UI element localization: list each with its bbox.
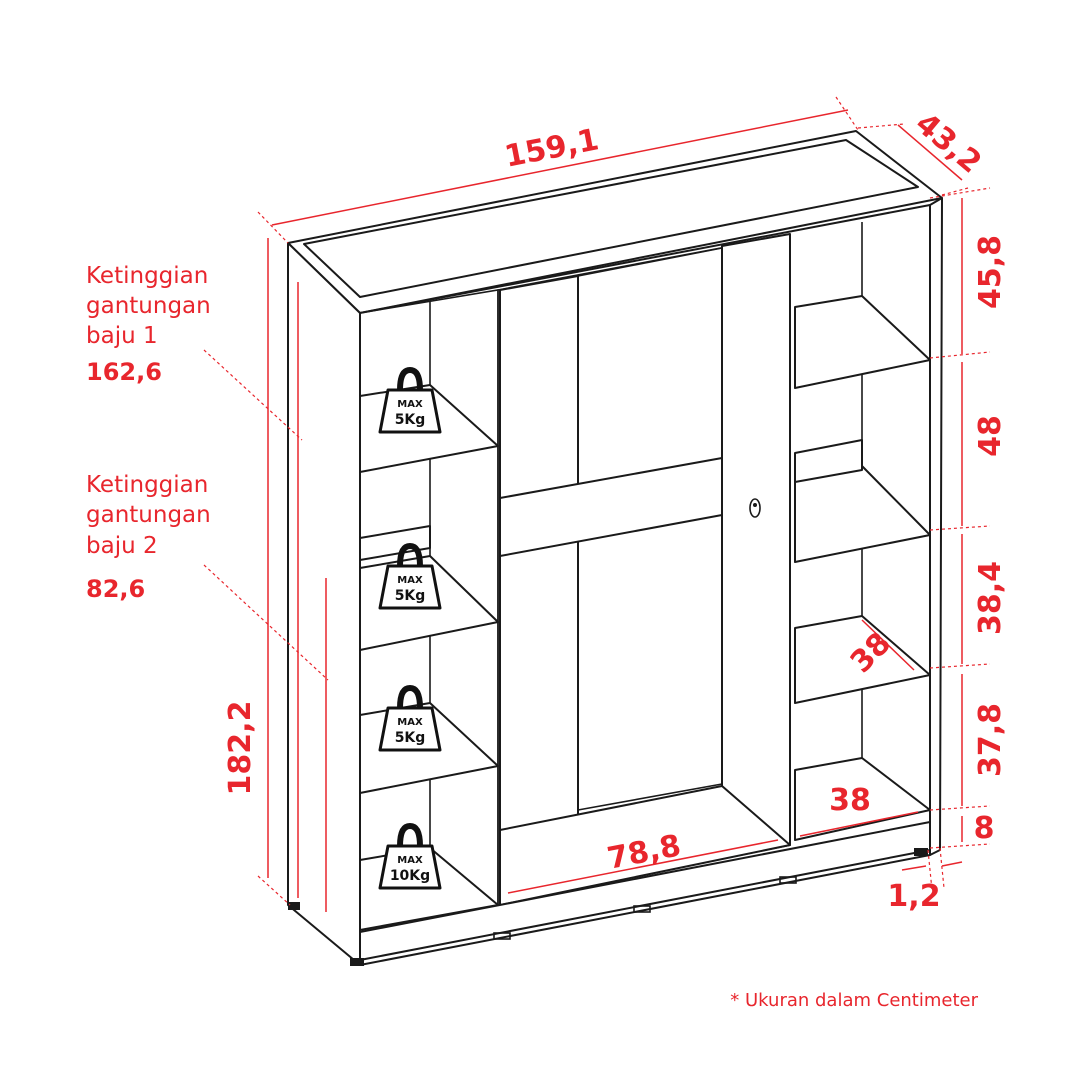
foot-right [914,848,928,856]
left-side-panel [287,242,361,966]
hanger-1-line-2: gantungan [86,293,211,319]
weight-icon: MAX 5Kg [378,542,442,610]
dim-shelf-2: 48 [973,415,1008,457]
foot-back [288,902,300,910]
left-drawer-rail [359,525,431,561]
hanger-1-line-3: baju 1 [86,323,158,349]
dim-shelf-1: 45,8 [973,235,1008,309]
hanger-rail-band [499,457,723,557]
hanger-2-line-1: Ketinggian [86,472,208,498]
weight-icon: MAX 5Kg [378,366,442,434]
plinth [359,821,931,961]
dim-depth: 43,2 [909,106,988,180]
hanger-2-label: Ketinggian gantungan baju 2 82,6 [86,472,211,603]
weight-value: 5Kg [395,588,426,604]
dim-shelf-width: 38 [829,783,871,818]
dimension-lines [203,96,991,912]
dim-total-height: 182,2 [223,701,258,796]
weight-max-label: MAX [397,717,423,728]
weight-max-label: MAX [397,575,423,586]
dim-foot: 1,2 [887,879,940,914]
unit-note: * Ukuran dalam Centimeter [730,990,978,1011]
top-panel-inner [303,139,919,298]
weight-max-label: MAX [397,399,423,410]
foot-left [350,958,364,966]
right-shelf-3 [794,615,931,704]
keyhole [749,498,761,518]
hanger-2-line-3: baju 2 [86,533,158,559]
weight-value: 5Kg [395,412,426,428]
center-door-right [721,233,791,859]
hanger-1-line-1: Ketinggian [86,263,208,289]
weight-icon: MAX 10Kg [378,822,442,890]
wardrobe-drawing [287,130,943,966]
hanger-2-line-2: gantungan [86,502,211,528]
hanger-1-value: 162,6 [86,358,162,386]
center-door-left [499,275,579,906]
hanger-1-label: Ketinggian gantungan baju 1 162,6 [86,263,211,386]
center-bottom [499,785,791,906]
weight-icon: MAX 5Kg [378,684,442,752]
dim-plinth: 8 [974,811,995,846]
right-side-panel [929,197,943,856]
right-drawer-rail [794,439,863,483]
weight-max-label: MAX [397,855,423,866]
weight-value: 5Kg [395,730,426,746]
hanger-2-value: 82,6 [86,575,145,603]
dim-shelf-4: 37,8 [973,703,1008,777]
weight-value: 10Kg [390,868,430,884]
right-shelf-1 [794,295,931,389]
dim-shelf-3: 38,4 [973,561,1008,635]
dim-width: 159,1 [502,122,602,174]
